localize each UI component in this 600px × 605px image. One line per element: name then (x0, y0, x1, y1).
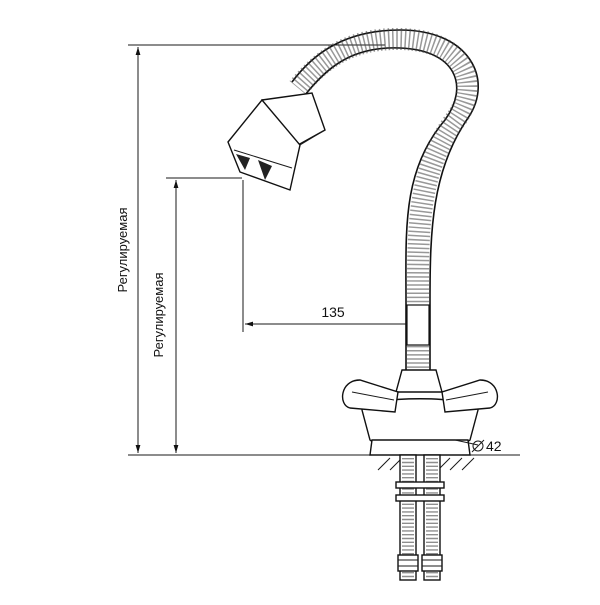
outer-height-label: Регулируемая (115, 207, 130, 292)
inner-height-label: Регулируемая (151, 272, 166, 357)
reach-label: 135 (321, 304, 345, 320)
inner-height-dimension: Регулируемая (151, 177, 242, 453)
base-diameter-callout: 42 (454, 438, 502, 454)
diameter-leader-line (454, 439, 479, 446)
reach-dimension: 135 (242, 180, 416, 332)
supply-hoses (395, 454, 445, 581)
flexible-spout (289, 27, 479, 372)
shower-head (227, 92, 326, 191)
base-diameter-label: 42 (486, 438, 502, 454)
faucet-body (341, 369, 499, 456)
countertop-hatching (372, 454, 475, 471)
diameter-symbol-circle (472, 440, 484, 452)
